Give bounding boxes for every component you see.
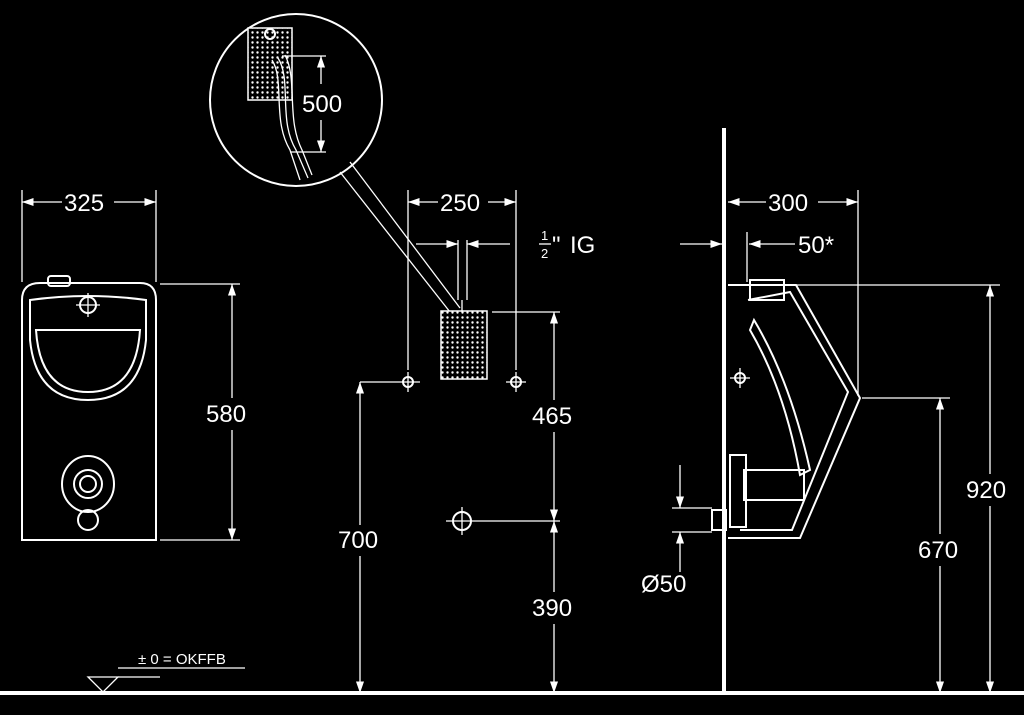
dim-inlet-spacing: 250 bbox=[407, 190, 517, 370]
dim-side-rim-height: 670 bbox=[862, 397, 958, 693]
dim-inlet-height-label: 700 bbox=[338, 527, 378, 554]
thread-inch-mark: " bbox=[552, 232, 561, 259]
floor-label: ± 0 = OKFFB bbox=[138, 651, 226, 668]
thread-label: IG bbox=[570, 232, 595, 259]
dim-side-height: 920 bbox=[796, 284, 1006, 693]
dim-front-height-label: 580 bbox=[206, 401, 246, 428]
dim-front-height: 580 bbox=[160, 283, 246, 541]
detail-leader bbox=[339, 171, 451, 313]
dim-side-depth: 300 bbox=[728, 190, 859, 396]
dim-outlet-height-label: 390 bbox=[532, 595, 572, 622]
detail-circle: 500 bbox=[209, 13, 383, 187]
side-view-urinal bbox=[711, 279, 862, 539]
floor-level-marker: ± 0 = OKFFB bbox=[86, 651, 245, 693]
dim-side-height-label: 920 bbox=[966, 477, 1006, 504]
dim-inlet-height: 700 bbox=[338, 382, 378, 693]
dim-outlet-diameter: Ø50 bbox=[641, 465, 712, 598]
dim-inlet-to-outlet: 465 bbox=[532, 312, 572, 521]
dim-side-depth-label: 300 bbox=[768, 190, 808, 217]
dim-side-offset: 50* bbox=[680, 232, 834, 282]
dim-thread: 1 2 " IG bbox=[416, 228, 595, 300]
dim-front-width: 325 bbox=[21, 190, 157, 282]
wall-view bbox=[360, 300, 560, 535]
front-view-urinal bbox=[21, 275, 157, 541]
dim-outlet-height: 390 bbox=[532, 521, 572, 693]
dim-front-width-label: 325 bbox=[64, 190, 104, 217]
dim-side-offset-label: 50* bbox=[798, 232, 834, 259]
dim-inlet-to-outlet-label: 465 bbox=[532, 403, 572, 430]
dim-side-rim-height-label: 670 bbox=[918, 537, 958, 564]
dim-outlet-diameter-label: Ø50 bbox=[641, 571, 686, 598]
dim-detail-label: 500 bbox=[302, 91, 342, 118]
dim-inlet-spacing-label: 250 bbox=[440, 190, 480, 217]
thread-frac-den: 2 bbox=[541, 246, 548, 261]
thread-frac-num: 1 bbox=[541, 228, 548, 243]
